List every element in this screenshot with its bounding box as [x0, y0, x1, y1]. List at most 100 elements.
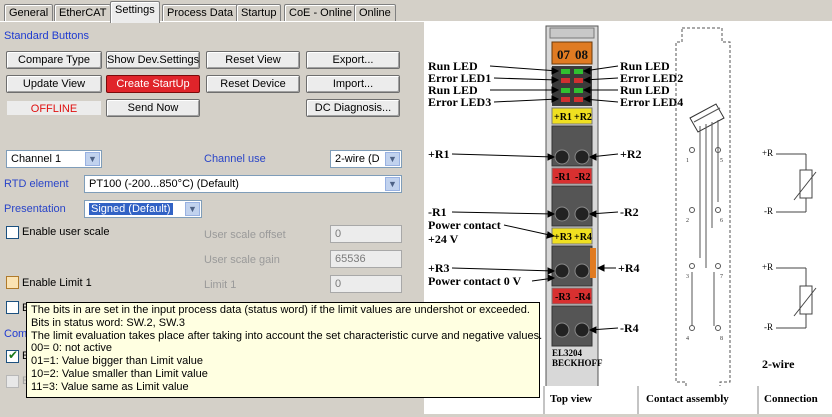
- show-dev-settings-button[interactable]: Show Dev.Settings: [106, 51, 200, 69]
- channel-use-value: 2-wire (D: [335, 153, 380, 165]
- conn-plus-r-1: +R: [762, 148, 773, 158]
- connection-labels: +R -R +R -R: [762, 148, 773, 332]
- send-now-button[interactable]: Send Now: [106, 99, 200, 117]
- term-label-r2m: -R2: [575, 172, 591, 183]
- enable-limit-1-checkbox[interactable]: [6, 276, 19, 289]
- pin-8: 8: [720, 336, 723, 342]
- pin-7: 7: [720, 274, 723, 280]
- tab-process-data[interactable]: Process Data: [162, 4, 239, 22]
- label-error-led2: Error LED2: [620, 71, 683, 85]
- enable-filter-checkbox[interactable]: [6, 348, 19, 363]
- rtd-element-select[interactable]: PT100 (-200...850°C) (Default) ▼: [84, 175, 402, 193]
- left-arrows: [451, 65, 560, 282]
- tooltip-line: The bits in are set in the input process…: [31, 304, 530, 316]
- enable-limit-1-label: Enable Limit 1: [22, 277, 92, 289]
- label-r2-minus: -R2: [620, 205, 639, 219]
- label-r2-plus: +R2: [620, 147, 642, 161]
- status-badge: OFFLINE: [6, 100, 102, 116]
- standard-buttons-title: Standard Buttons: [4, 30, 90, 42]
- terminal-brand: BECKHOFF: [552, 358, 603, 368]
- label-error-led3: Error LED3: [428, 95, 491, 109]
- label-power-contact: Power contact: [428, 218, 501, 232]
- term-label-r1m: -R1: [555, 172, 571, 183]
- tab-coe-online[interactable]: CoE - Online: [284, 4, 357, 22]
- chevron-down-icon: ▼: [385, 152, 400, 166]
- tab-settings[interactable]: Settings: [110, 1, 160, 23]
- limit-tooltip: The bits in are set in the input process…: [26, 302, 542, 398]
- label-error-led1: Error LED1: [428, 71, 491, 85]
- reset-view-button[interactable]: Reset View: [206, 51, 300, 69]
- label-24v: +24 V: [428, 232, 459, 246]
- led-run-1: [561, 69, 570, 74]
- label-r1-minus: -R1: [428, 205, 447, 219]
- enable-user-scale-checkbox[interactable]: [6, 226, 19, 239]
- presentation-value: Signed (Default): [89, 203, 173, 215]
- tooltip-line: 10=2: Value smaller than Limit value: [31, 367, 208, 380]
- label-r4-plus: +R4: [618, 261, 640, 275]
- label-power-0v: Power contact 0 V: [428, 274, 522, 288]
- import-button[interactable]: Import...: [306, 75, 400, 93]
- caption-connection: Connection: [764, 393, 818, 405]
- terminal-top-label: [551, 41, 593, 65]
- label-run-led-3: Run LED: [428, 83, 478, 97]
- compare-type-button[interactable]: Compare Type: [6, 51, 102, 69]
- caption-contact-assembly: Contact assembly: [646, 393, 729, 405]
- label-run-led-2: Run LED: [620, 59, 670, 73]
- right-labels: Run LED Error LED2 Run LED Error LED4 +R…: [618, 59, 683, 335]
- wire-label: 2-wire: [762, 357, 795, 371]
- label-run-led-4: Run LED: [620, 83, 670, 97]
- create-startup-button[interactable]: Create StartUp: [106, 75, 200, 93]
- user-scale-gain-label: User scale gain: [204, 254, 280, 266]
- channel-use-label: Channel use: [204, 153, 266, 165]
- enable-option-checkbox[interactable]: [6, 375, 19, 388]
- tooltip-line: 11=3: Value same as Limit value: [31, 380, 189, 393]
- pin-3: 3: [686, 274, 689, 280]
- term-label-r4p: +R4: [574, 232, 592, 243]
- term-label-r4m: -R4: [575, 292, 591, 303]
- term-label-r3p: +R3: [554, 232, 572, 243]
- terminal-top-08: 08: [575, 47, 589, 62]
- channel-use-select[interactable]: 2-wire (D ▼: [330, 150, 402, 168]
- led-error-1: [561, 78, 570, 83]
- term-label-r2p: +R2: [574, 112, 592, 123]
- enable-limit-2-checkbox[interactable]: [6, 301, 19, 314]
- limit-1-label: Limit 1: [204, 279, 237, 291]
- clamp-r1p: [554, 149, 570, 165]
- conn-minus-r-2: -R: [764, 322, 773, 332]
- channel-select[interactable]: Channel 1 ▼: [6, 150, 102, 168]
- term-label-r1p: +R1: [554, 112, 572, 123]
- pin-2: 2: [686, 218, 689, 224]
- tab-startup[interactable]: Startup: [236, 4, 282, 22]
- tab-ethercat[interactable]: EtherCAT: [54, 4, 112, 22]
- tab-general[interactable]: General: [4, 4, 54, 22]
- rtd-element-value: PT100 (-200...850°C) (Default): [89, 178, 239, 190]
- left-labels: Run LED Error LED1 Run LED Error LED3 +R…: [428, 59, 522, 288]
- presentation-label: Presentation: [4, 203, 66, 215]
- reset-device-button[interactable]: Reset Device: [206, 75, 300, 93]
- chevron-down-icon: ▼: [185, 202, 200, 216]
- chevron-down-icon: ▼: [385, 177, 400, 191]
- label-r3-plus: +R3: [428, 261, 450, 275]
- conn-plus-r-2: +R: [762, 262, 773, 272]
- tab-online[interactable]: Online: [354, 4, 396, 22]
- user-scale-gain-field[interactable]: 65536: [330, 250, 402, 268]
- conn-minus-r-1: -R: [764, 206, 773, 216]
- caption-top-view: Top view: [550, 393, 592, 405]
- channel-select-value: Channel 1: [11, 153, 62, 165]
- label-r1-plus: +R1: [428, 147, 450, 161]
- caption-bar: Top view Contact assembly Connection: [550, 393, 818, 405]
- terminal-top-07: 07: [557, 47, 571, 62]
- label-r4-minus: -R4: [620, 321, 639, 335]
- tooltip-line: Bits in status word: SW.2, SW.3: [31, 316, 186, 329]
- pin-6: 6: [720, 218, 723, 224]
- presentation-select[interactable]: Signed (Default) ▼: [84, 200, 202, 218]
- enable-option-label: E: [22, 375, 29, 387]
- user-scale-offset-field[interactable]: 0: [330, 225, 402, 243]
- terminal-model: EL3204: [552, 348, 583, 358]
- limit-1-field[interactable]: 0: [330, 275, 402, 293]
- update-view-button[interactable]: Update View: [6, 75, 102, 93]
- export-button[interactable]: Export...: [306, 51, 400, 69]
- dc-diagnosis-button[interactable]: DC Diagnosis...: [306, 99, 400, 117]
- tab-bar: General EtherCAT Settings Process Data S…: [0, 0, 832, 23]
- enable-filter-label: E: [22, 350, 29, 362]
